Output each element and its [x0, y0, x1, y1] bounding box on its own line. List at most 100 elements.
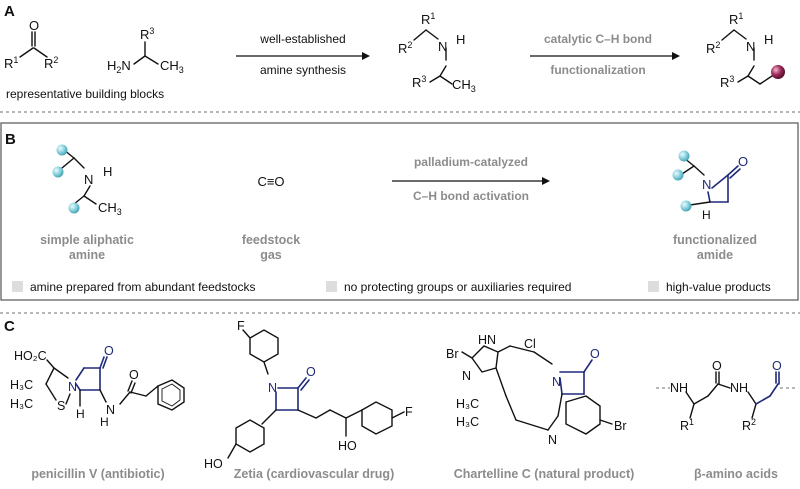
panel-a-label: A	[4, 3, 15, 20]
zetia-structure: F N O HO HO F	[204, 319, 413, 471]
arrow-amine-synthesis: well-established amine synthesis	[236, 32, 370, 77]
mid-r3: R3	[412, 74, 426, 90]
sphere-5	[672, 169, 684, 181]
pen-s: S	[57, 399, 65, 413]
end-h: H	[764, 32, 773, 47]
primary-amine-structure: H2N R3 CH3	[107, 26, 184, 75]
sphere-3	[68, 202, 80, 214]
beta-nh-2: NH	[730, 381, 748, 395]
panel-b-label: B	[5, 131, 16, 148]
zetia-o: O	[306, 365, 316, 379]
mid-r2: R2	[398, 40, 412, 56]
amine-caption-2: amine	[69, 248, 105, 262]
zetia-f-right: F	[405, 405, 413, 419]
mid-ch3: CH3	[452, 77, 476, 94]
panel-c-label: C	[4, 318, 15, 335]
ketone-structure: O R1 R2	[4, 18, 58, 71]
mid-h: H	[456, 32, 465, 47]
zetia-ho-phenol: HO	[204, 457, 223, 471]
panel-b: B N H CH3 simple aliphatic amine C≡O fee…	[0, 122, 799, 301]
arrow2-bottom-label: functionalization	[550, 63, 645, 77]
penicillin-structure: HO₂C H₃C H₃C S N H O N H O	[10, 344, 185, 429]
feature-bullet-2	[326, 281, 337, 292]
beta-o-2: O	[772, 359, 782, 373]
panel-a: A O R1 R2 H2N R3 CH3 representative buil…	[4, 3, 785, 101]
panel-c: C HO₂C H₃C H₃C S	[4, 318, 798, 481]
amine-r3: R3	[140, 26, 154, 42]
chart-br-left: Br	[446, 347, 459, 361]
chart-cl: Cl	[524, 337, 536, 351]
pen-nh-n: N	[106, 403, 115, 417]
arrow-ch-functionalization: catalytic C–H bond functionalization	[530, 32, 680, 77]
chart-hn: HN	[478, 333, 496, 347]
chart-o: O	[590, 347, 600, 361]
ketone-oxygen: O	[29, 18, 39, 33]
co-formula: C≡O	[257, 174, 284, 189]
pen-o-amide: O	[129, 368, 139, 382]
gas-caption-2: gas	[260, 248, 282, 262]
building-blocks-caption: representative building blocks	[6, 87, 164, 101]
feature-bullet-1	[12, 281, 23, 292]
pd-arrow-top: palladium-catalyzed	[414, 155, 528, 169]
pen-n: N	[68, 380, 77, 394]
gas-caption-1: feedstock	[242, 233, 300, 247]
secondary-amine-structure: R1 R2 N H R3 CH3	[398, 11, 476, 94]
beta-caption: β-amino acids	[694, 467, 778, 481]
amine-b-ch3: CH3	[98, 200, 122, 217]
chart-br-right: Br	[614, 419, 627, 433]
chart-n-ring: N	[462, 369, 471, 383]
penicillin-caption: penicillin V (antibiotic)	[31, 467, 164, 481]
feature-list: amine prepared from abundant feedstocks …	[12, 280, 771, 294]
zetia-n: N	[268, 381, 277, 395]
sphere-2	[52, 166, 64, 178]
pen-o-lactam: O	[104, 344, 114, 358]
mid-n: N	[438, 39, 447, 54]
amine-h2n: H2N	[107, 58, 131, 75]
amide-n: N	[702, 177, 711, 192]
ketone-r2: R2	[44, 55, 58, 71]
amide-caption-1: functionalized	[673, 233, 757, 247]
beta-r2: R2	[742, 417, 756, 433]
amide-o: O	[738, 154, 748, 169]
pen-nh-h: H	[100, 415, 109, 429]
sphere-4	[678, 150, 690, 162]
end-r1: R1	[729, 11, 743, 27]
amine-b-n: N	[84, 172, 93, 187]
arrow2-top-label: catalytic C–H bond	[544, 32, 652, 46]
chart-h3c-2: H₃C	[456, 415, 479, 429]
functional-group-sphere	[771, 65, 785, 79]
pen-h3c-1: H₃C	[10, 378, 33, 392]
functionalized-amine-structure: R1 R2 N H R3	[706, 11, 785, 90]
zetia-caption: Zetia (cardiovascular drug)	[234, 467, 394, 481]
beta-nh-1: NH	[670, 381, 688, 395]
chartelline-structure: Br HN N Cl N O H₃C H₃C N Br	[446, 333, 627, 447]
end-r3: R3	[720, 74, 734, 90]
zetia-f-top: F	[237, 319, 245, 333]
chart-n-indolenine: N	[548, 433, 557, 447]
sphere-1	[56, 144, 68, 156]
panel-b-box	[0, 122, 799, 301]
ketone-r1: R1	[4, 55, 18, 71]
aliphatic-amine-structure: N H CH3 simple aliphatic amine	[40, 144, 134, 262]
end-r2: R2	[706, 40, 720, 56]
feature-1: amine prepared from abundant feedstocks	[30, 280, 255, 294]
beta-lactam-structure: N O H functionalized amide	[672, 150, 757, 262]
feature-bullet-3	[648, 281, 659, 292]
sphere-6	[680, 200, 692, 212]
chart-h3c-1: H₃C	[456, 397, 479, 411]
amide-caption-2: amide	[697, 248, 733, 262]
chartelline-caption: Chartelline C (natural product)	[454, 467, 635, 481]
arrow1-bottom-label: amine synthesis	[260, 63, 346, 77]
amine-caption-1: simple aliphatic	[40, 233, 134, 247]
end-n: N	[746, 39, 755, 54]
amide-h: H	[702, 208, 711, 222]
feature-2: no protecting groups or auxiliaries requ…	[344, 280, 571, 294]
arrow-pd-catalysis: palladium-catalyzed C–H bond activation	[392, 155, 550, 203]
amine-b-h: H	[103, 164, 112, 179]
pd-arrow-bottom: C–H bond activation	[413, 189, 529, 203]
pen-h3c-2: H₃C	[10, 397, 33, 411]
beta-amino-acid-structure: NH O NH O R1 R2	[656, 359, 798, 433]
beta-o-1: O	[712, 359, 722, 373]
pen-ho2c: HO₂C	[14, 349, 47, 363]
